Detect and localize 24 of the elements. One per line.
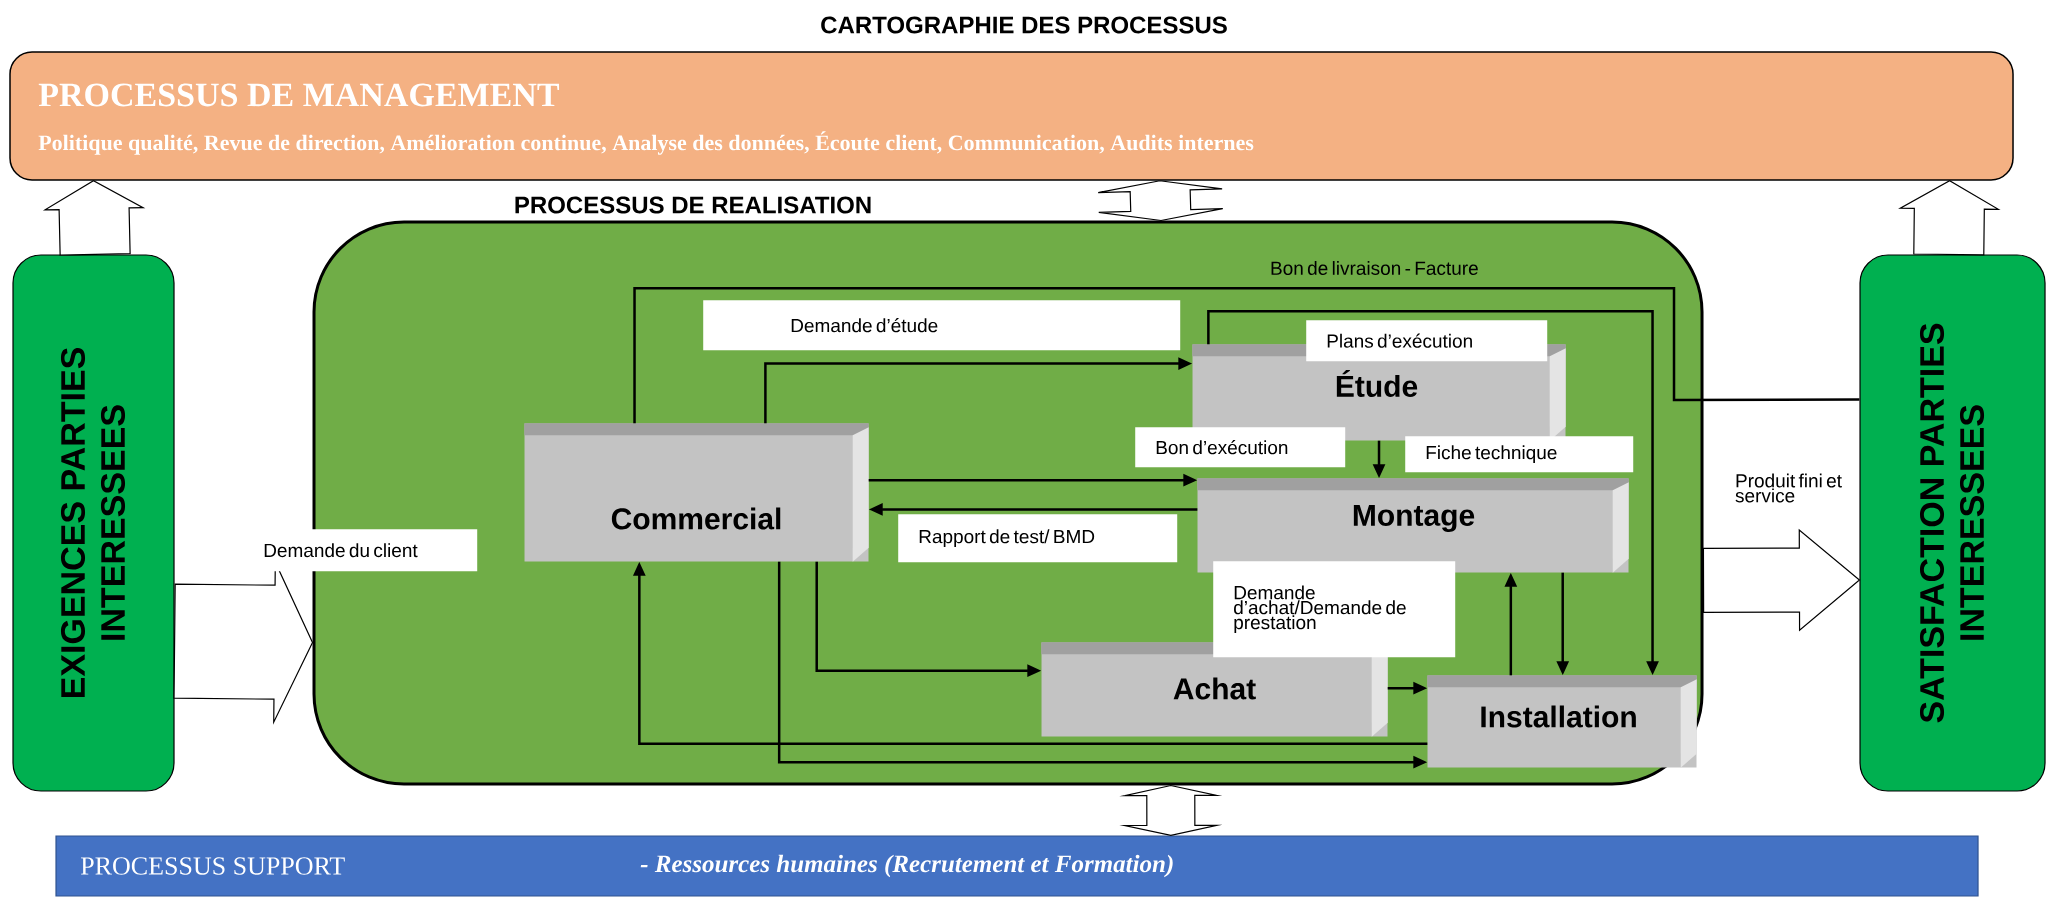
edge-label: Plans d’exécution [1306,320,1548,362]
stakeholder-panel: EXIGENCES PARTIES INTERESSEES [12,254,175,792]
title: CARTOGRAPHIE DES PROCESSUS [821,16,1227,34]
process-band: PROCESSUS SUPPORT - Ressources humaines (Recrutement et Formation) [55,835,1979,897]
double-arrow [1097,180,1224,222]
block-arrow [1702,528,1861,632]
edge-label: Fiche technique [1405,436,1634,473]
process-box: Installation [1427,675,1697,768]
process-box: Achat [1041,642,1388,737]
edge-label: Demande d’achat/Demande de prestation [1213,561,1456,658]
process-box: Montage [1197,478,1629,573]
edge-label: Bon de livraison - Facture [1271,261,1478,275]
stakeholder-panel: SATISFACTION PARTIES INTERESSEES [1859,254,2046,792]
process-box: Commercial [524,423,869,562]
block-arrow [1898,180,2001,256]
double-arrow [1119,784,1223,837]
edge-label: Rapport de test/ BMD [898,514,1178,563]
edge-label: Produit fini et service [1735,473,1842,503]
edge-label: Demande du client [255,529,478,572]
edge-label: Bon d’exécution [1135,427,1346,468]
process-band: PROCESSUS DE MANAGEMENT Politique qualité, Revue de direction, Amélioration continue, Analyse des données, Écoute client, Communication, Audits internes [9,51,2014,181]
node-label: PROCESSUS DE REALISATION [515,196,871,214]
edge-label: Demande d’étude [703,300,1181,351]
block-arrow [42,180,146,256]
